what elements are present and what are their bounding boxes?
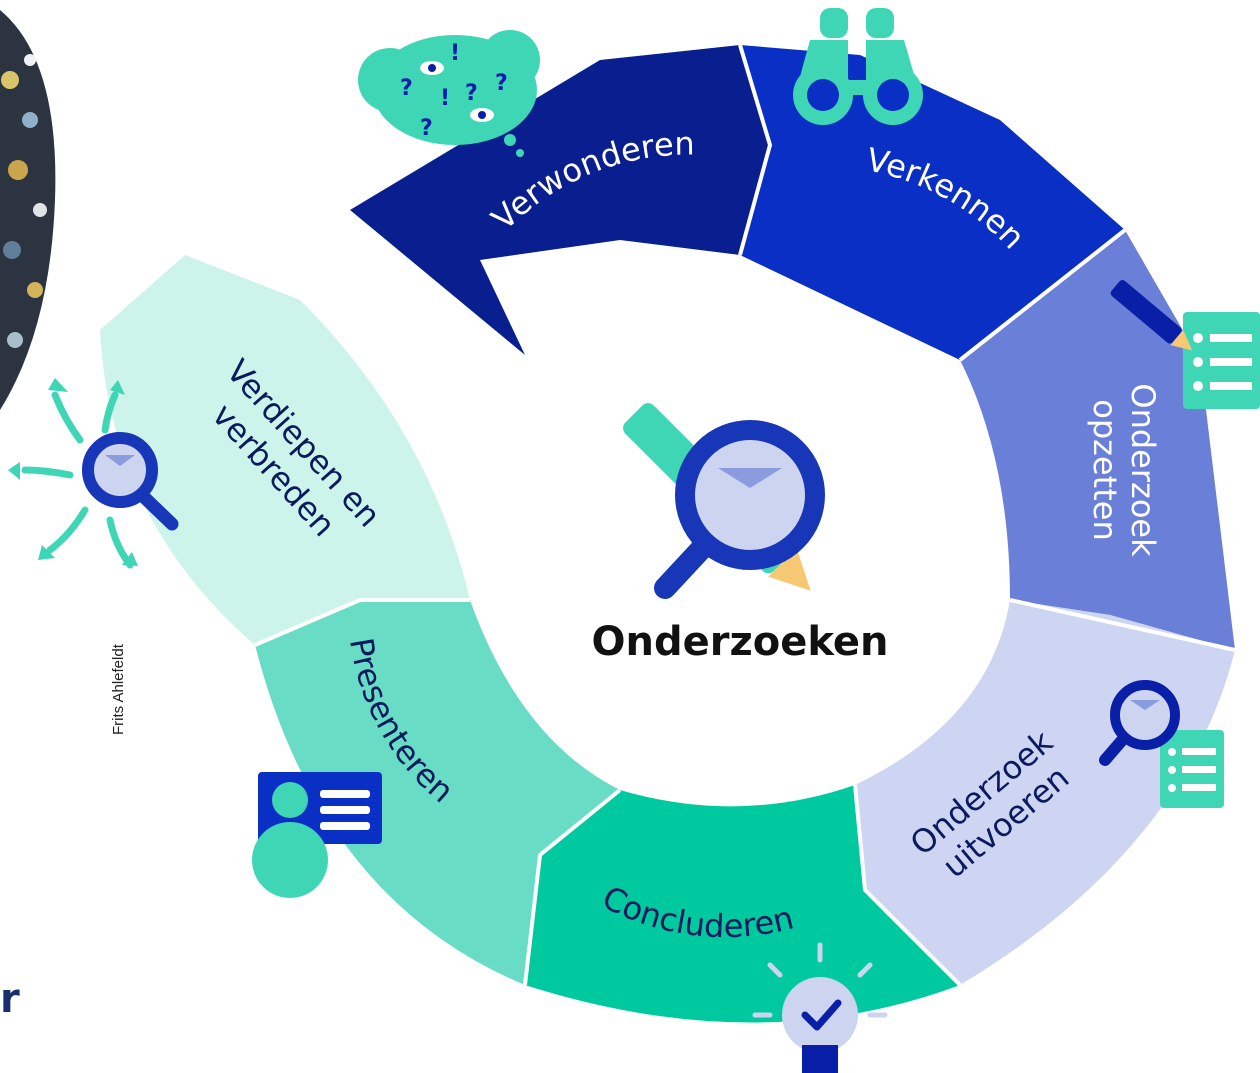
binoculars-icon <box>793 8 923 125</box>
segment-verkennen[interactable] <box>740 45 1125 360</box>
presenter-card-icon <box>252 772 382 898</box>
svg-text:Onderzoek: Onderzoek <box>1124 383 1162 557</box>
segment-separators <box>254 44 1236 987</box>
svg-text:opzetten: opzetten <box>1086 399 1124 540</box>
svg-text:?: ? <box>420 116 433 141</box>
segment-presenteren[interactable] <box>255 600 620 985</box>
segment-concluderen[interactable] <box>525 785 960 1023</box>
checklist-pencil-icon <box>1110 280 1260 409</box>
svg-text:?: ? <box>400 76 413 101</box>
magnifier-arrows-icon <box>8 378 179 569</box>
magnifier-pencil-icon <box>623 403 825 599</box>
center-title: Onderzoeken <box>592 619 889 665</box>
lightbulb-check-icon <box>752 942 888 1073</box>
svg-text:!: ! <box>450 41 460 66</box>
svg-text:!: ! <box>440 86 450 111</box>
svg-text:?: ? <box>465 81 478 106</box>
painted-sphere-image <box>0 10 56 410</box>
label-onderzoek-opzetten: Onderzoek opzetten <box>1086 383 1162 557</box>
segment-verdiepen-verbreden[interactable] <box>100 255 470 645</box>
svg-text:?: ? <box>495 71 508 96</box>
thought-cloud-icon: ?! ?? !? <box>358 30 540 157</box>
photo-credit: Frits Ahlefeldt <box>110 643 127 735</box>
magnifier-list-icon <box>1099 680 1224 808</box>
partial-heading-text: r <box>0 976 20 1022</box>
segment-verwonderen[interactable] <box>350 45 770 355</box>
